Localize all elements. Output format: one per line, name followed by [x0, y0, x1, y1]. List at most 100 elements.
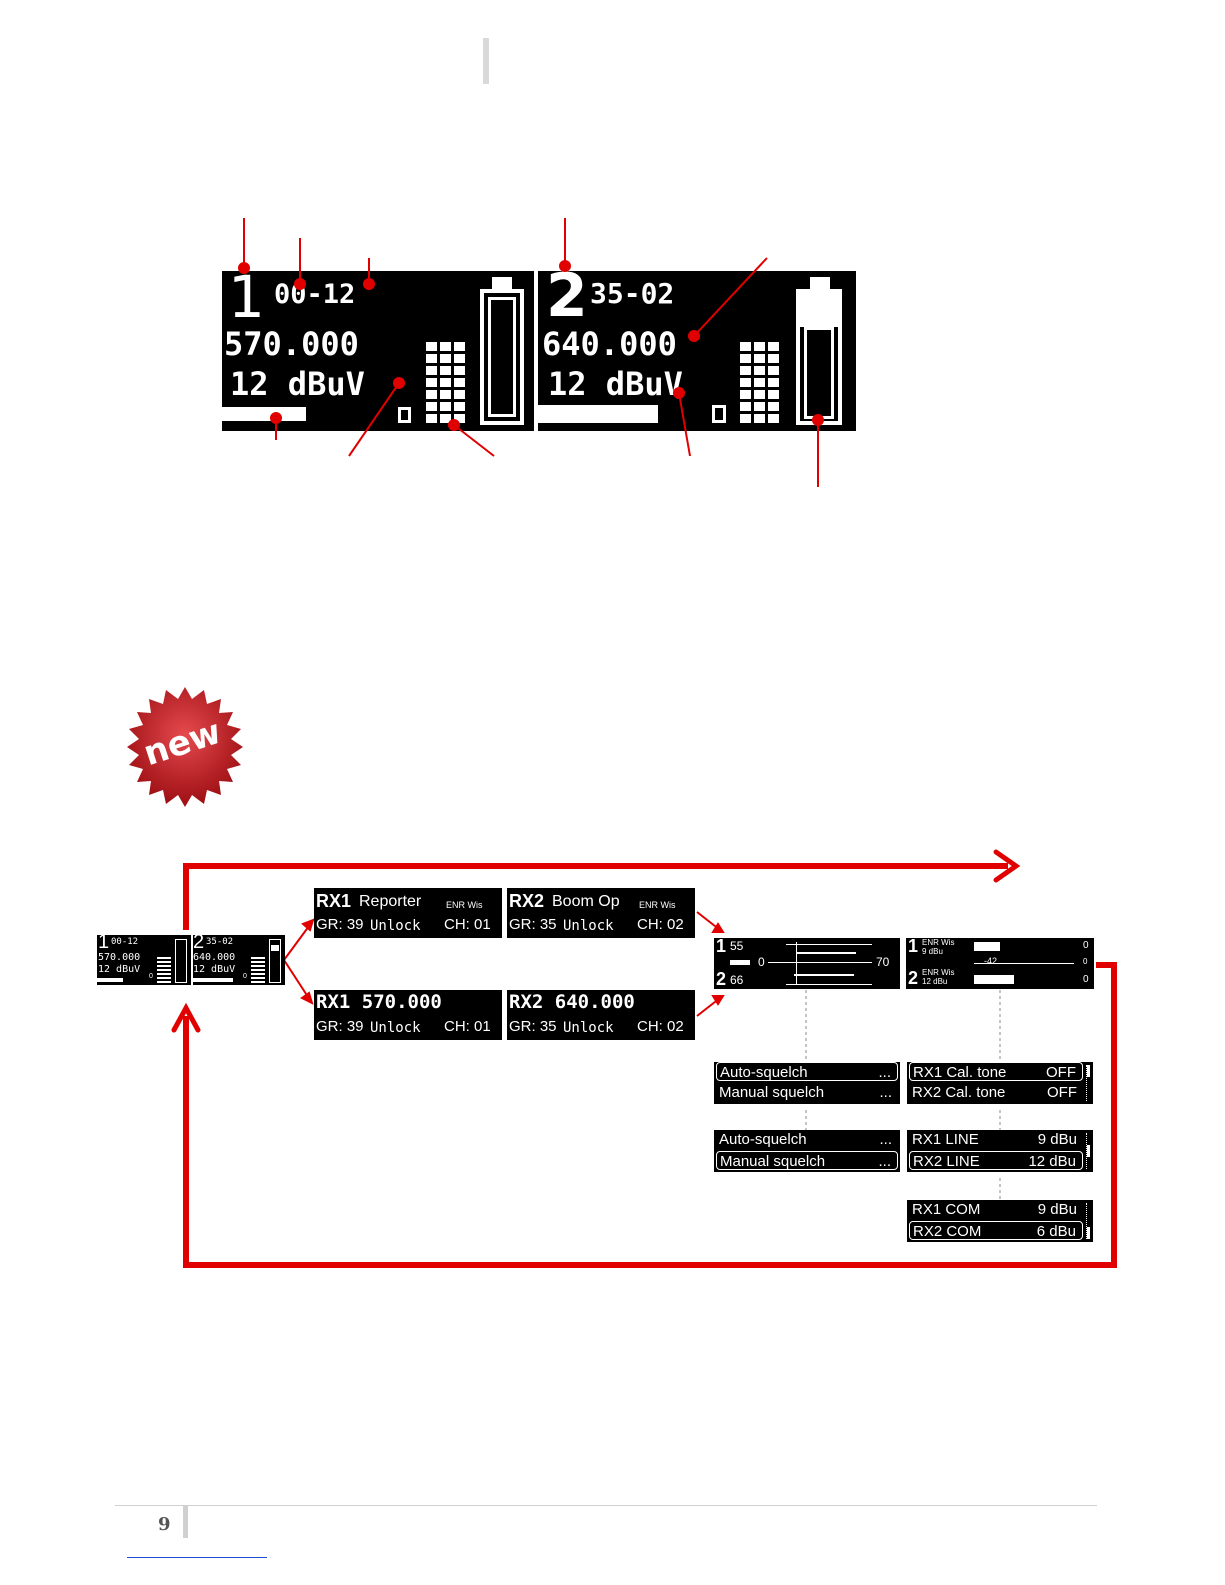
mini-ch1-level: 12 dBuV [98, 964, 141, 975]
ch2-af-bar [538, 405, 658, 423]
rf-meter-segment [740, 366, 751, 375]
rf-meter-segment [454, 402, 465, 411]
squelch-menu-a: Auto-squelch... Manual squelch... [714, 1062, 900, 1104]
rf-meter-segment [754, 342, 765, 351]
scrollbar[interactable] [1086, 1203, 1091, 1239]
rx2-freq-lock: Unlock [563, 1020, 614, 1036]
rf-meter-segment [768, 354, 779, 363]
rf-meter-segment [426, 402, 437, 411]
rf-meter-segment [454, 342, 465, 351]
rf-meter-segment [426, 414, 437, 423]
mini-home-display: 1 00-12 570.000 12 dBuV 0 2 35-02 640.00… [97, 935, 285, 985]
menu-item[interactable]: Manual squelch... [716, 1151, 898, 1170]
scan-scale-min: 0 [758, 955, 765, 969]
rf-meter-segment [768, 378, 779, 387]
ch1-rf-meter [426, 341, 466, 423]
ch2-frequency: 640.000 [542, 325, 677, 363]
scan-ch1-value: 55 [730, 939, 744, 953]
rf-meter-segment [426, 342, 437, 351]
rf-meter-segment [426, 390, 437, 399]
rf-meter-segment [740, 414, 751, 423]
rf-meter-segment [768, 366, 779, 375]
audio-ch2-indicator: 0 [1083, 974, 1089, 985]
header-divider [483, 38, 489, 84]
menu-item[interactable]: Manual squelch... [719, 1084, 892, 1101]
rf-meter-segment [740, 402, 751, 411]
ch1-frequency: 570.000 [224, 325, 359, 363]
rx1-freq-lock: Unlock [370, 1020, 421, 1036]
footer-rule [115, 1505, 1097, 1506]
audio-center-value: -42 [984, 956, 998, 966]
ch1-number: 1 [228, 271, 265, 331]
menu-item[interactable]: Auto-squelch... [719, 1131, 892, 1148]
rf-meter-segment [440, 390, 451, 399]
rf-meter-segment [768, 414, 779, 423]
rf-meter-segment [454, 414, 465, 423]
scrollbar[interactable] [1086, 1133, 1091, 1169]
rf-meter-segment [426, 354, 437, 363]
rf-meter-segment [426, 366, 437, 375]
audio-ch1-level: 9 dBu [922, 947, 943, 956]
rx1-frequency-screen: RX1 570.000 GR: 39 Unlock CH: 01 [314, 990, 502, 1040]
rf-meter-segment [768, 390, 779, 399]
rf-meter-segment [768, 342, 779, 351]
rx1-name: Reporter [359, 893, 422, 910]
new-badge: new [123, 685, 248, 810]
ch1-battery-cap [492, 277, 512, 291]
rf-meter-segment [454, 354, 465, 363]
scan-scale-max: 70 [876, 955, 890, 969]
rx2-freq-channel: CH: 02 [637, 1018, 684, 1035]
mini-ch1-group: 00-12 [111, 937, 139, 947]
rx2-tag: ENR Wis [639, 900, 676, 910]
main-display: 1 00-12 570.000 12 dBuV 2 35-02 640.000 … [222, 271, 856, 431]
rf-meter-segment [440, 342, 451, 351]
audio-level-screen: 1 ENR Wis 9 dBu 2 ENR Wis 12 dBu -42 0 0… [906, 938, 1094, 989]
audio-ch2-tag: ENR Wis [922, 968, 955, 977]
rf-meter-segment [426, 378, 437, 387]
ch2-indicator-box [712, 405, 726, 423]
rf-meter-segment [754, 366, 765, 375]
footer-link-underline [127, 1557, 267, 1558]
menu-item[interactable]: Auto-squelch... [716, 1062, 898, 1081]
mini-ch1-indicator: 0 [149, 973, 153, 980]
ch1-indicator-box [398, 407, 411, 423]
scan-ch2-value: 66 [730, 973, 744, 987]
rf-meter-segment [740, 354, 751, 363]
rf-meter-segment [440, 378, 451, 387]
rf-meter-segment [754, 378, 765, 387]
rx1-group: GR: 39 [316, 916, 364, 933]
rf-meter-segment [454, 390, 465, 399]
rx2-frequency-screen: RX2 640.000 GR: 35 Unlock CH: 02 [507, 990, 695, 1040]
ch2-rf-meter [740, 341, 786, 423]
mini-ch2-number: 2 [193, 935, 205, 953]
squelch-menu-b: Auto-squelch... Manual squelch... [714, 1130, 900, 1172]
squelch-scan-screen: 1 55 2 66 0 70 [714, 938, 900, 989]
rx2-channel: CH: 02 [637, 916, 684, 933]
rx2-name: Boom Op [552, 893, 620, 910]
rf-meter-segment [740, 390, 751, 399]
rf-meter-segment [440, 354, 451, 363]
audio-ch1-indicator: 0 [1083, 940, 1089, 951]
audio-ch1-tag: ENR Wis [922, 938, 955, 947]
scan-ch2-number: 2 [716, 969, 727, 989]
rf-meter-segment [454, 378, 465, 387]
scrollbar[interactable] [1086, 1065, 1091, 1101]
rx1-channel: CH: 01 [444, 916, 491, 933]
page-number: 9 [158, 1514, 171, 1535]
rx1-lock-status: Unlock [370, 918, 421, 934]
rx1-frequency-title: RX1 570.000 [316, 991, 442, 1013]
audio-zero: 0 [1083, 957, 1088, 966]
mini-ch1-frequency: 570.000 [98, 952, 141, 963]
mini-ch2-level: 12 dBuV [193, 964, 236, 975]
audio-ch1-number: 1 [908, 938, 919, 956]
